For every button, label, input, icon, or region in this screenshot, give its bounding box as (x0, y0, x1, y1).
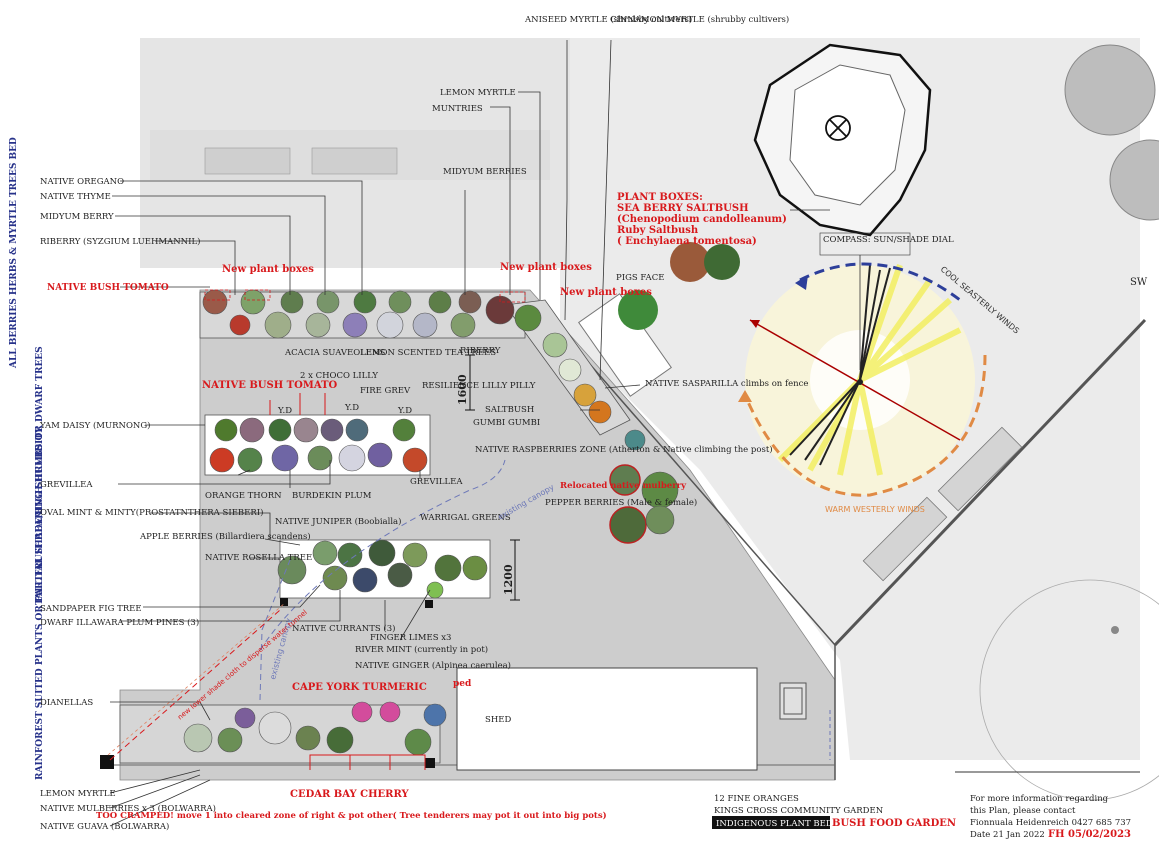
label-currants: NATIVE CURRANTS (3) (292, 623, 395, 634)
label-dianellas: DIANELLAS (40, 698, 93, 708)
label-sandpaper: SANDPAPER FIG TREE (40, 604, 142, 614)
footer-line-2: KINGS CROSS COMMUNITY GARDEN (714, 806, 884, 816)
label-shed: SHED (485, 715, 511, 725)
label-resilience: RESILIENCE LILLY PILLY (422, 381, 536, 391)
label-yd-3: Y.D (397, 406, 412, 416)
label-bed-fragment: ped (453, 679, 472, 689)
label-midyum-berries: MIDYUM BERRIES (443, 167, 527, 177)
label-riberry: RIBERRY (SYZGIUM LUEHMANNIL) (40, 236, 200, 247)
plants-middle-bed (209, 417, 428, 473)
label-relocated: Relocated native mulberry (560, 481, 687, 491)
label-midyum-berry: MIDYUM BERRY (40, 212, 114, 222)
label-ruby: Ruby Saltbush (617, 225, 699, 236)
label-native-thyme: NATIVE THYME (40, 192, 111, 202)
label-yd-1: Y.D (277, 406, 292, 416)
sun-shade-dial (738, 262, 987, 497)
label-warm-winds: WARM WESTERLY WINDS (825, 505, 925, 514)
section-herbs-bed: ALL BERRIES HERBS & MYRTLE TREES BED (9, 137, 19, 369)
sea-berry-photo (670, 242, 710, 282)
footer: 12 FINE ORANGES KINGS CROSS COMMUNITY GA… (712, 771, 1140, 840)
label-yd-2: Y.D (344, 403, 359, 413)
footer-line-3-box: INDIGENOUS PLANT BED (716, 819, 833, 829)
label-rosella: NATIVE ROSELLA TREE (205, 553, 312, 563)
dimension-1200: 1200 (502, 564, 515, 595)
manhole-1 (1064, 44, 1156, 136)
label-burdekin: BURDEKIN PLUM (292, 491, 372, 501)
label-enchylaena: ( Enchylaena tomentosa) (617, 236, 757, 247)
label-mulberries: NATIVE MULBERRIES x 3 (BOLWARRA) (40, 803, 216, 814)
section-rainforest: RAINFOREST SUITED PLANTS OR PARTIAL SHAD… (35, 426, 45, 780)
label-lemon-scented: LEMON SCENTED TEA TREES (360, 348, 496, 358)
leader-lines (109, 39, 861, 827)
label-ginger: NATIVE GINGER (Alpinea caerulea) (355, 660, 511, 671)
label-sasparilla: NATIVE SASPARILLA climbs on fence (645, 379, 808, 389)
label-pepper: PEPPER BERRIES (Male & female) (545, 497, 697, 508)
label-grevillea-right: GREVILLEA (410, 477, 463, 487)
label-aniseed: ANISEED MYRTLE (shrubby cultivers) (524, 14, 692, 25)
label-yam-daisy: YAM DAISY (MURNONG) (39, 420, 150, 431)
label-apple-berries: APPLE BERRIES (Billardiera scandens) (139, 531, 311, 542)
label-guava: NATIVE GUAVA (BOLWARRA) (40, 821, 169, 832)
footer-line-1: 12 FINE ORANGES (714, 794, 799, 804)
label-acacia: ACACIA SUAVEOLENS (284, 348, 386, 358)
label-orange-thorn: ORANGE THORN (205, 491, 282, 501)
label-lemon-myrtle-2: LEMON MYRTLE (40, 789, 116, 799)
label-oval-mint: OVAL MINT & MINTY(PROSTATNTHERA SIEBERI) (40, 507, 263, 518)
label-sea-berry: SEA BERRY SALTBUSH (617, 203, 749, 214)
label-native-bush-tomato-2: NATIVE BUSH TOMATO (202, 380, 338, 391)
footer-revision: FH 05/02/2023 (1048, 829, 1131, 840)
pigs-face-photo (618, 290, 658, 330)
label-warrigal: WARRIGAL GREENS (420, 513, 511, 523)
footer-contact-2: this Plan, please contact (970, 806, 1076, 816)
footer-line-3-red: BUSH FOOD GARDEN (832, 818, 956, 829)
label-lemon-myrtle: LEMON MYRTLE (440, 88, 516, 98)
plants-top-bed (202, 289, 612, 424)
label-plant-boxes-title: PLANT BOXES: (617, 192, 703, 203)
label-gumbi: GUMBI GUMBI (473, 418, 540, 428)
label-river-mint: RIVER MINT (currently in pot) (355, 644, 488, 655)
central-feature (753, 43, 932, 237)
label-sw: SW (1130, 277, 1148, 288)
label-muntries: MUNTRIES (432, 104, 483, 114)
label-compass: COMPASS: SUN/SHADE DIAL (823, 235, 954, 245)
label-juniper: NATIVE JUNIPER (Boobialla) (275, 516, 401, 527)
label-chenopodium: (Chenopodium candolleanum) (617, 214, 787, 225)
label-finger-limes: FINGER LIMES x3 (370, 633, 451, 643)
label-native-bush-tomato: NATIVE BUSH TOMATO (47, 283, 169, 293)
label-grevillea-left: GREVILLEA (40, 480, 93, 490)
plants-bottom-bed (183, 701, 447, 756)
footer-contact-1: For more information regarding (970, 794, 1109, 804)
pepper-berries-circles (609, 429, 679, 544)
label-fire-grev: FIRE GREV (360, 386, 411, 396)
label-illawara: DWARF ILLAWARA PLUM PINES (3) (40, 617, 199, 628)
label-pigs-face: PIGS FACE (616, 273, 664, 283)
drain-grates (204, 147, 398, 175)
ruby-saltbush-photo (704, 244, 740, 280)
footer-date: Date 21 Jan 2022 (970, 830, 1045, 840)
label-cinnamon: CINNAMON MYRTLE (shrubby cultivers) (610, 14, 789, 25)
plants-lower-bed (277, 539, 488, 599)
label-too-cramped: TOO CRAMPED! move 1 into cleared zone of… (96, 810, 607, 821)
label-native-oregano: NATIVE OREGANO (40, 177, 124, 187)
shed (456, 667, 758, 771)
label-new-plant-boxes-3: New plant boxes (560, 287, 652, 298)
label-cape-york: CAPE YORK TURMERIC (292, 682, 427, 693)
label-saltbush: SALTBUSH (485, 405, 534, 415)
label-choco-lilly: 2 x CHOCO LILLY (300, 371, 378, 381)
section-tall-fruit: TALL FRUIT BEARING SHRUBS OR DWARF TREES (35, 346, 45, 605)
dimension-1600: 1600 (456, 374, 469, 405)
label-cedar-bay: CEDAR BAY CHERRY (290, 789, 409, 800)
label-new-plant-boxes-1: New plant boxes (222, 264, 314, 275)
label-riberry-2: RIBERRY (460, 346, 501, 356)
label-raspberries: NATIVE RASPBERRIES ZONE (Atherton & Nati… (475, 444, 773, 455)
benches (862, 426, 1023, 582)
footer-contact-3: Fionnuala Heidenreich 0427 685 737 (970, 818, 1131, 828)
red-leader-lines (269, 393, 426, 770)
boundary-fence (833, 318, 1147, 647)
label-new-plant-boxes-2: New plant boxes (500, 262, 592, 273)
